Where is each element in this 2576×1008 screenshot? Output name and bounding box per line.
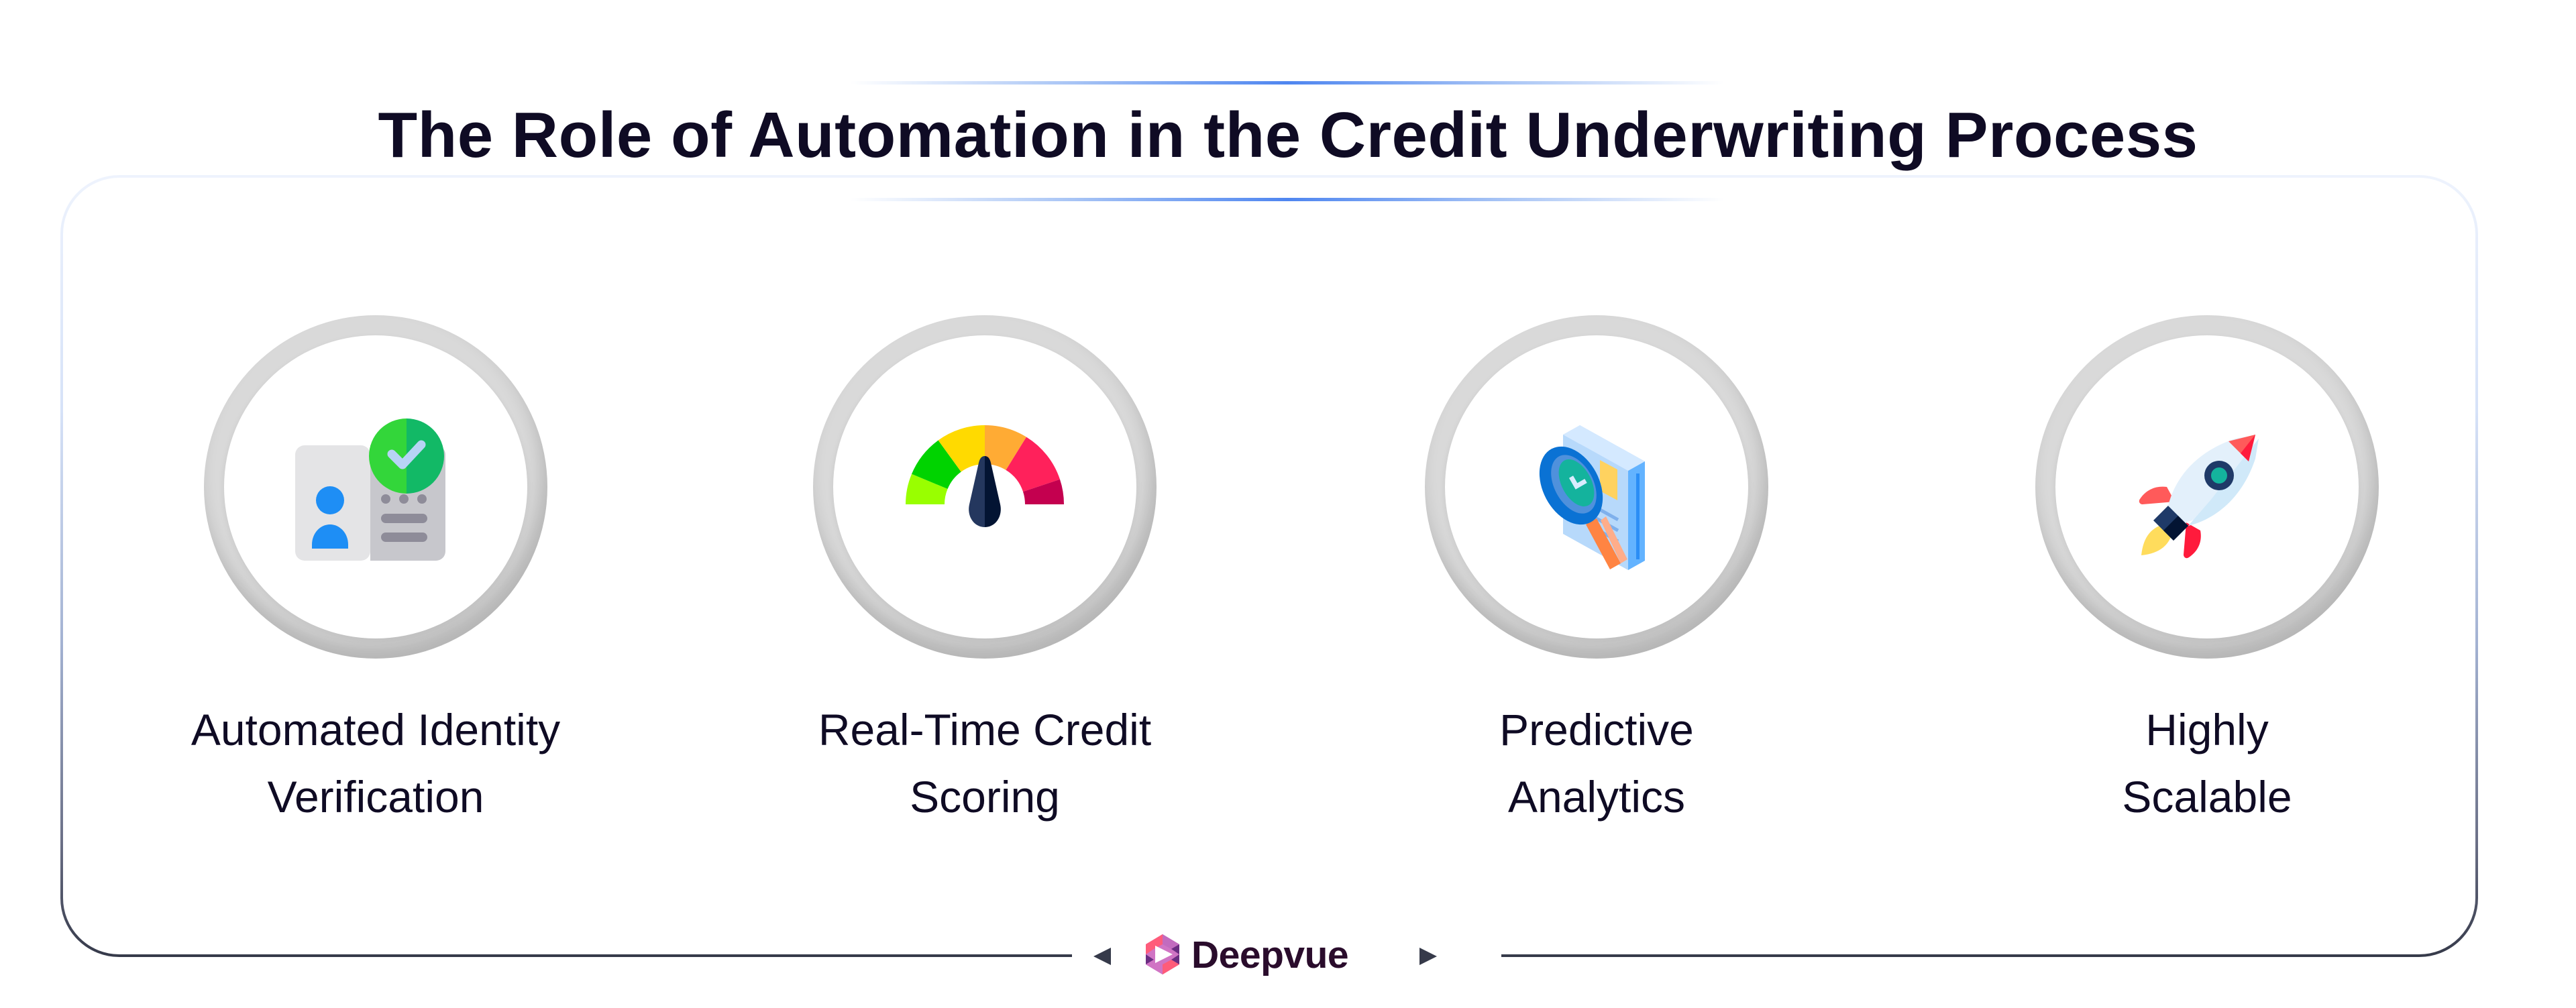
- feature-card-credit-scoring: Real-Time Credit Scoring: [804, 0, 1166, 845]
- feature-label-line2: Verification: [267, 772, 484, 822]
- feature-label: Real-Time Credit Scoring: [730, 696, 1240, 830]
- title-divider-bottom: [851, 198, 1724, 201]
- credit-score-gauge-icon: [906, 425, 1064, 527]
- brand-name: Deepvue: [1191, 934, 1349, 976]
- feature-label-line2: Scoring: [910, 772, 1060, 822]
- arrow-left-icon: [1093, 948, 1111, 965]
- deepvue-hexagon-logo-icon: [1146, 934, 1179, 974]
- feature-label-line1: Automated Identity: [191, 705, 561, 754]
- icon-circle-inner: [2055, 335, 2359, 638]
- icon-circle-inner: [224, 335, 527, 638]
- feature-card-predictive-analytics: Predictive Analytics: [1415, 0, 1778, 845]
- feature-label: Predictive Analytics: [1342, 696, 1851, 830]
- feature-label-line1: Predictive: [1499, 705, 1694, 754]
- feature-label-line1: Real-Time Credit: [818, 705, 1152, 754]
- id-card-verified-icon: [295, 418, 445, 561]
- icon-circle: [204, 315, 547, 659]
- feature-label: Automated Identity Verification: [121, 696, 631, 830]
- page-title: The Role of Automation in the Credit Und…: [378, 99, 2198, 171]
- feature-label-line2: Analytics: [1507, 772, 1686, 822]
- icon-circle: [813, 315, 1157, 659]
- icon-circle-inner: [833, 335, 1136, 638]
- title-divider-top: [851, 81, 1724, 85]
- icon-circle: [1425, 315, 1768, 659]
- feature-label: Highly Scalable: [1952, 696, 2462, 830]
- feature-label-line2: Scalable: [2122, 772, 2292, 822]
- footer-brand: Deepvue: [1072, 930, 1501, 983]
- icon-circle: [2035, 315, 2379, 659]
- rocket-icon: [2139, 435, 2259, 559]
- feature-card-identity-verification: Automated Identity Verification: [191, 0, 560, 845]
- feature-card-scalability: Highly Scalable: [2026, 0, 2388, 845]
- feature-label-line1: Highly: [2145, 705, 2269, 754]
- arrow-right-icon: [1419, 948, 1437, 965]
- document-magnifier-icon: [1539, 425, 1645, 570]
- icon-circle-inner: [1445, 335, 1748, 638]
